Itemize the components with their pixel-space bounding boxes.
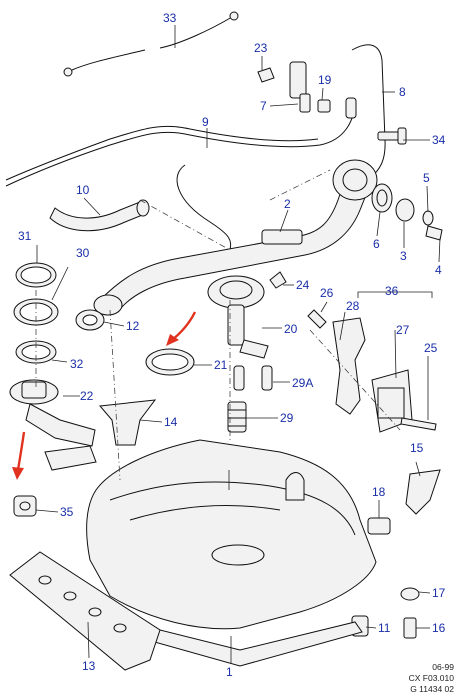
footer-code: CX F03.010 [408,673,454,683]
part-valve-group [257,61,357,119]
assembly-guide-lines [35,169,401,481]
callout-29A: 29A [292,376,313,390]
callout-2: 2 [284,197,291,211]
callout-14: 14 [164,415,178,429]
callout-33: 33 [163,11,177,25]
callout-35: 35 [60,505,74,519]
callout-30: 30 [76,246,90,260]
callout-16: 16 [432,621,446,635]
footer-date: 06-99 [432,662,454,672]
part-24-clip [269,271,287,289]
callout-20: 20 [284,322,298,336]
leader-lines [35,25,441,664]
callout-labels: 33 23 19 7 8 9 34 10 2 5 6 3 4 31 30 24 … [18,11,446,679]
callout-10: 10 [76,183,90,197]
callout-6: 6 [373,237,380,251]
callout-19: 19 [318,73,332,87]
part-28-bracket [332,317,366,415]
part-15-bracket [405,469,441,515]
part-14-bracket [99,399,157,446]
bracket-group-36 [357,291,433,298]
callout-32: 32 [70,357,84,371]
callout-31: 31 [18,229,32,243]
callout-12: 12 [126,319,140,333]
part-13-shield [9,551,161,671]
callout-21: 21 [214,358,228,372]
callout-8: 8 [399,85,406,99]
part-29-filter [227,401,247,433]
part-18-clip [367,517,391,535]
part-20-fuel-pump [207,275,273,391]
part-8-vent-pipe [351,44,386,179]
part-bolts [307,309,437,431]
callout-27: 27 [396,323,410,337]
part-10-hose [49,199,150,232]
callout-26: 26 [320,286,334,300]
part-filler-cap-parts [371,183,443,241]
figure-footer: 06-99 CX F03.010 G 11434 02 [409,662,454,695]
callout-1: 1 [226,665,233,679]
part-33-vent-hose [63,11,239,77]
part-35-grommet [13,495,37,517]
part-34-bolt [377,127,407,145]
callout-3: 3 [400,249,407,263]
footer-ref: G 11434 02 [410,684,454,694]
callout-22: 22 [80,389,94,403]
part-ring-31 [15,262,57,288]
callout-28: 28 [346,299,360,313]
callout-7: 7 [260,99,267,113]
callout-24: 24 [296,278,310,292]
part-2-filler-pipe [93,159,378,316]
part-12-grommet [75,309,105,331]
callout-15: 15 [410,441,424,455]
callout-23: 23 [254,41,268,55]
callout-5: 5 [423,171,430,185]
part-21-seal-ring [145,348,195,376]
callout-4: 4 [435,263,442,277]
part-22-pump-assembly [9,379,97,471]
callout-9: 9 [202,115,209,129]
callout-18: 18 [372,485,386,499]
callout-13: 13 [82,659,96,673]
callout-25: 25 [424,341,438,355]
callout-34: 34 [432,133,446,147]
callout-29: 29 [280,411,294,425]
callout-36: 36 [385,284,399,298]
callout-17: 17 [432,586,446,600]
callout-11: 11 [378,621,391,635]
removal-direction-arrows [12,311,197,480]
part-9-fuel-lines [5,99,356,251]
